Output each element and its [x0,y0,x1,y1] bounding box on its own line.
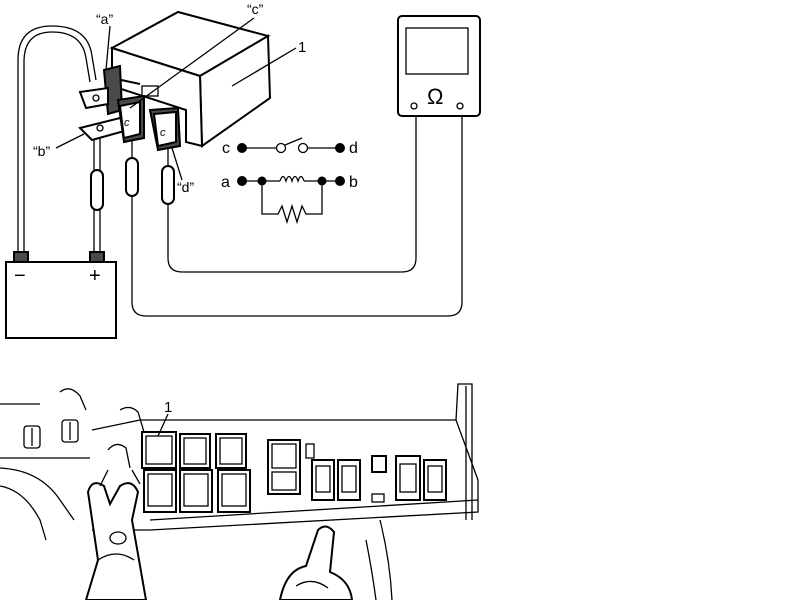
battery-positive-label: + [89,265,101,287]
ohm-symbol: Ω [427,84,443,109]
coil-schematic: a b [221,174,358,225]
relay-block-1 [141,431,177,469]
relay-box-illustration: 1 [0,383,479,600]
relay-terminal-d: c [148,106,182,152]
tester-probe-c [125,140,139,197]
callout-labels: “a” “c” 1 “b” “d” [33,1,306,195]
relay-terminal-c: c [116,94,145,144]
terminal-c-mark: c [124,117,130,129]
tester-probe-d [161,148,175,205]
lower-right-part [278,519,393,600]
callout-1-bottom: 1 [164,399,172,416]
tester-leads [131,116,463,317]
switch-schematic: c d [222,137,358,157]
ohmmeter: Ω [397,15,481,117]
battery-positive-lead [90,138,104,252]
terminal-d-mark: c [160,127,166,139]
schematic-terminal-d: d [349,140,358,157]
battery-negative-label: − [14,265,26,287]
schematic-terminal-c: c [222,140,230,157]
battery: − + [5,251,117,339]
schematic-terminal-b: b [349,174,358,191]
callout-1-top: 1 [298,39,306,56]
hand [84,406,148,600]
relay-terminal-a [78,64,124,116]
label-b: “b” [33,143,50,159]
battery-negative-lead [17,25,97,252]
label-c: “c” [247,1,264,17]
schematic-terminal-a: a [221,174,230,191]
label-a: “a” [96,11,113,27]
label-d: “d” [177,179,194,195]
